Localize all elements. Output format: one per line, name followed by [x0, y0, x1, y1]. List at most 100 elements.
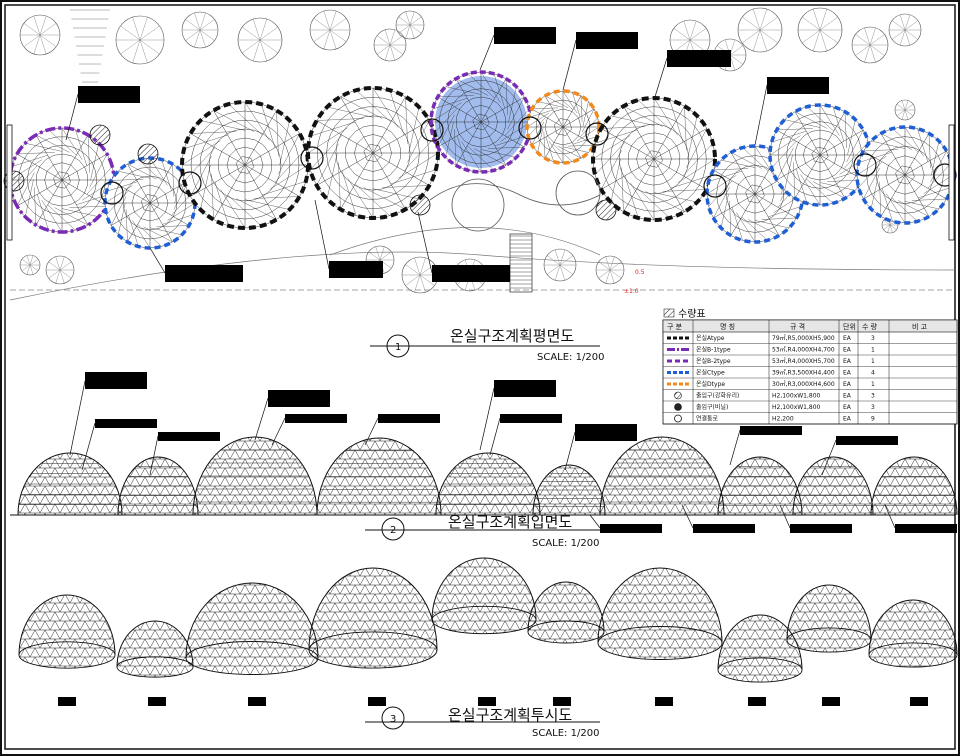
tree-branch	[120, 25, 141, 41]
geodesic-ring	[363, 143, 383, 163]
tree-branch	[323, 29, 331, 50]
geodesic-strut	[677, 158, 716, 183]
perspective-scale: SCALE: 1/200	[532, 728, 599, 739]
dome-outline	[185, 582, 319, 659]
plan-dome	[591, 96, 717, 222]
geodesic-strut	[454, 129, 457, 166]
tree-branch	[609, 269, 615, 284]
tree-branch	[689, 39, 707, 52]
geodesic-strut	[562, 90, 578, 114]
geodesic-strut	[794, 111, 828, 129]
geodesic-strut	[138, 159, 163, 182]
redacted-label	[58, 697, 76, 706]
redacted-callout	[149, 247, 243, 282]
geodesic-strut	[445, 121, 454, 158]
geodesic-spoke	[544, 126, 564, 159]
geodesic-strut	[310, 121, 356, 137]
tree-symbol	[888, 13, 922, 47]
geodesic-spoke	[863, 174, 906, 200]
geodesic-strut	[355, 183, 390, 216]
geodesic-strut	[372, 87, 399, 128]
redacted-label	[165, 265, 243, 282]
dome-outline	[786, 584, 872, 641]
col-header-spec: 규 격	[790, 323, 805, 331]
elevation-dome	[17, 452, 123, 516]
geodesic-spoke	[754, 193, 797, 219]
tree-symbol	[737, 7, 783, 53]
geodesic-strut	[812, 181, 846, 199]
geodesic-strut	[363, 187, 406, 210]
redacted-label	[285, 414, 347, 423]
geodesic-strut	[819, 182, 856, 191]
geodesic-ring	[745, 184, 765, 204]
geodesic-strut	[184, 147, 216, 182]
geodesic-strut	[61, 208, 99, 217]
tree-branch	[559, 264, 566, 281]
geodesic-strut	[48, 129, 77, 156]
table-title: 수량표	[678, 308, 706, 320]
redacted-label	[655, 697, 673, 706]
geodesic-strut	[580, 95, 583, 122]
connector-circle	[518, 116, 542, 140]
geodesic-spoke	[149, 202, 190, 226]
leader-line	[779, 504, 791, 529]
col-header-type: 구 분	[667, 323, 683, 331]
leader-line	[653, 57, 668, 101]
geodesic-strut	[832, 106, 844, 142]
tree-branch	[901, 109, 906, 120]
geodesic-strut	[708, 170, 742, 182]
geodesic-strut	[543, 132, 546, 159]
geodesic-spoke	[653, 158, 685, 212]
geodesic-strut	[863, 168, 880, 200]
tree-branch	[819, 29, 827, 51]
geodesic-strut	[214, 182, 229, 226]
redacted-label	[790, 524, 852, 533]
geodesic-spoke	[61, 179, 89, 226]
geodesic-strut	[235, 198, 277, 220]
geodesic-spoke	[127, 163, 151, 204]
geodesic-spoke	[819, 154, 864, 181]
tree-branch	[409, 24, 415, 39]
plan-dome	[429, 70, 533, 174]
tree-branch	[891, 29, 906, 40]
geodesic-strut	[445, 86, 482, 95]
geodesic-strut	[504, 108, 530, 136]
redacted-label	[748, 697, 766, 706]
geodesic-spoke	[880, 174, 906, 217]
geodesic-strut	[167, 202, 196, 221]
geodesic-strut	[686, 128, 707, 168]
perspective-title: 온실구조계획투시도	[448, 706, 572, 724]
tree-branch	[329, 29, 337, 50]
elevation-title: 온실구조계획입면도	[448, 513, 572, 531]
redacted-label	[693, 524, 755, 533]
dome-triangulation	[787, 585, 871, 653]
leader-line	[254, 397, 269, 441]
geodesic-strut	[610, 115, 655, 126]
geodesic-ring	[18, 136, 106, 224]
geodesic-strut	[713, 187, 730, 219]
tree-branch	[869, 44, 876, 63]
tree-branch	[132, 39, 141, 63]
geodesic-strut	[537, 101, 564, 108]
redacted-label	[85, 372, 147, 389]
geodesic-strut	[467, 145, 495, 171]
cell-name: 온실Atype	[696, 334, 725, 342]
tree-branch	[242, 39, 261, 54]
cell-qty: 3	[871, 393, 875, 400]
geodesic-strut	[771, 131, 807, 143]
geodesic-strut	[75, 129, 87, 166]
geodesic-strut	[407, 120, 430, 163]
tree-symbol	[595, 255, 625, 285]
elevation-dome	[435, 452, 541, 516]
geodesic-spoke	[149, 163, 173, 204]
geodesic-strut	[110, 196, 127, 226]
leader-line	[69, 380, 86, 456]
redacted-callout	[364, 414, 440, 446]
geodesic-strut	[537, 126, 544, 153]
geodesic-spoke	[480, 78, 507, 123]
geodesic-spoke	[340, 96, 374, 154]
geodesic-strut	[870, 174, 879, 209]
redacted-label	[368, 697, 386, 706]
tree-branch	[689, 28, 707, 41]
geodesic-strut	[127, 163, 157, 180]
